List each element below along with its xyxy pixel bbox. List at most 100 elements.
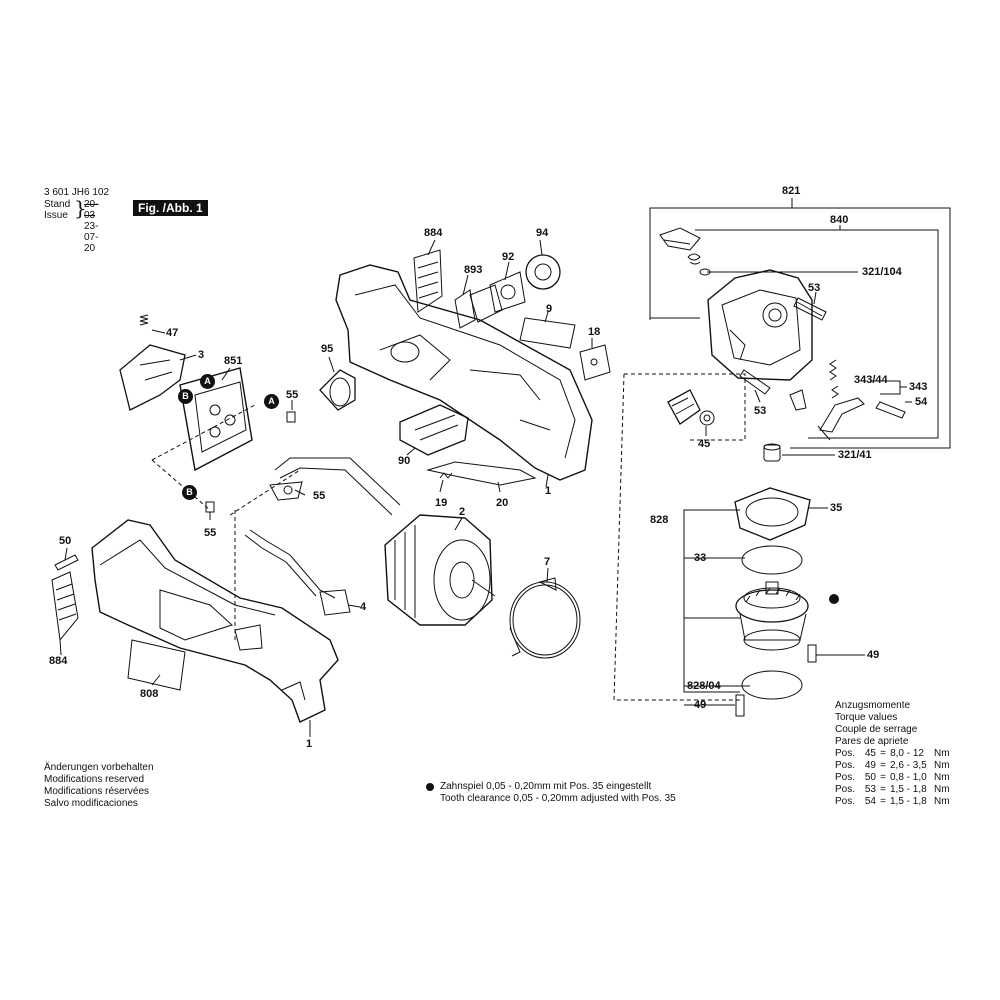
stand-label: Stand: [44, 199, 71, 210]
note-de: Änderungen vorbehalten: [44, 762, 154, 773]
callout-45: 45: [698, 438, 711, 450]
spring-47: [139, 314, 149, 326]
screw-50: [54, 554, 79, 571]
issue-value: 23-07-20: [84, 221, 99, 254]
note-fr: Modifications réservées: [44, 786, 150, 797]
plate-18: [579, 344, 611, 381]
motor-2: [384, 514, 496, 626]
callout-49-a: 49: [867, 649, 880, 661]
callout-53-top: 53: [808, 282, 821, 294]
callout-18: 18: [588, 326, 601, 338]
vent-grille-884-top: [413, 249, 443, 313]
revision-values: 20-03 23-07-20: [84, 199, 98, 254]
spindle-lock-lever: [817, 397, 865, 441]
callout-884-top: 884: [424, 227, 443, 239]
assembly-bracket-821: [649, 198, 951, 449]
alignment-dashes: [151, 373, 746, 701]
torque-cell-val: 1,5 - 1,8: [890, 784, 927, 795]
o-ring-small: [699, 268, 711, 276]
leader-lines: [59, 239, 817, 737]
torque-cell-val: 8,0 - 12: [890, 748, 924, 759]
torque-cell-val: 0,8 - 1,0: [890, 772, 927, 783]
stand-value: 20-03: [84, 199, 99, 221]
switch-module-893: [454, 284, 503, 329]
marker-a-left: A: [200, 374, 215, 389]
torque-cell-eq: =: [880, 796, 886, 807]
screw-53-top: [793, 297, 827, 321]
callout-3: 3: [198, 349, 205, 361]
callout-343: 343: [909, 381, 928, 393]
callout-840: 840: [830, 214, 849, 226]
callout-4: 4: [360, 601, 367, 613]
marker-b-top: B: [178, 389, 193, 404]
issue-label: Issue: [44, 210, 68, 221]
torque-title-en: Torque values: [835, 712, 898, 723]
vent-grille-884-bottom: [51, 571, 79, 642]
torque-cell-unit: Nm: [934, 796, 950, 807]
torque-title-fr: Couple de serrage: [835, 724, 918, 735]
callout-9: 9: [546, 303, 553, 315]
part-number: 3 601 JH6 102: [44, 187, 110, 198]
callout-35: 35: [830, 502, 843, 514]
torque-cell-pos: Pos.: [835, 748, 856, 759]
gear-head-housing: [707, 269, 813, 381]
callout-49-b: 49: [694, 699, 707, 711]
torque-cell-num: 54: [864, 796, 876, 807]
tooth-note-de: Zahnspiel 0,05 - 0,20mm mit Pos. 35 eing…: [440, 781, 652, 792]
housing-shell-lower: [91, 519, 339, 723]
screw-55-a: [286, 411, 296, 423]
bracket-828: [683, 509, 750, 706]
brace-glyph: }: [74, 196, 87, 220]
callout-808: 808: [140, 688, 159, 700]
torque-table: Anzugsmomente Torque values Couple de se…: [835, 700, 950, 808]
bearing-flange-35: [734, 487, 811, 541]
pin: [789, 389, 807, 411]
callout-50: 50: [59, 535, 72, 547]
electronics-module-851: [179, 367, 253, 472]
torque-cell-pos: Pos.: [835, 760, 856, 771]
o-ring-33: [741, 545, 803, 575]
tooth-clearance-dot: [829, 594, 839, 604]
torque-cell-eq: =: [880, 784, 886, 795]
torque-title-de: Anzugsmomente: [835, 700, 911, 711]
callout-1-lower: 1: [306, 738, 313, 750]
callout-851: 851: [224, 355, 243, 367]
callout-33: 33: [694, 552, 707, 564]
torque-cell-unit: Nm: [934, 772, 950, 783]
torque-cell-unit: Nm: [934, 748, 950, 759]
note-es: Salvo modificaciones: [44, 798, 138, 809]
lock-button: [659, 227, 701, 251]
torque-cell-unit: Nm: [934, 784, 950, 795]
callout-321-41: 321/41: [838, 449, 872, 461]
torque-cell-num: 49: [864, 760, 876, 771]
torque-cell-eq: =: [880, 772, 886, 783]
clamp-ring-7: [509, 577, 581, 659]
callout-54: 54: [915, 396, 928, 408]
tooth-note-text: Zahnspiel 0,05 - 0,20mm mit Pos. 35 eing…: [440, 781, 676, 805]
callout-893: 893: [464, 264, 483, 276]
callout-55-c: 55: [204, 527, 217, 539]
torque-cell-num: 53: [864, 784, 876, 795]
torque-cell-pos: Pos.: [835, 772, 856, 783]
callout-47: 47: [166, 327, 179, 339]
pinion-gear: [667, 389, 701, 425]
modifications-note: Änderungen vorbehalten Modifications res…: [44, 762, 154, 810]
tooth-note-en: Tooth clearance 0,05 - 0,20mm adjusted w…: [440, 793, 676, 804]
bracket-3: [119, 344, 186, 411]
torque-cell-val: 1,5 - 1,8: [890, 796, 927, 807]
callout-92: 92: [502, 251, 515, 263]
callout-55-a: 55: [286, 389, 299, 401]
callout-7: 7: [544, 556, 551, 568]
knob-95: [319, 369, 356, 411]
spring-343-44: [829, 359, 839, 399]
revision-block: Stand Issue } 20-03 23-07-20: [44, 197, 98, 254]
screw-55-b: [205, 501, 215, 513]
tooth-note-dot: [426, 783, 434, 791]
nut-45: [699, 410, 715, 426]
